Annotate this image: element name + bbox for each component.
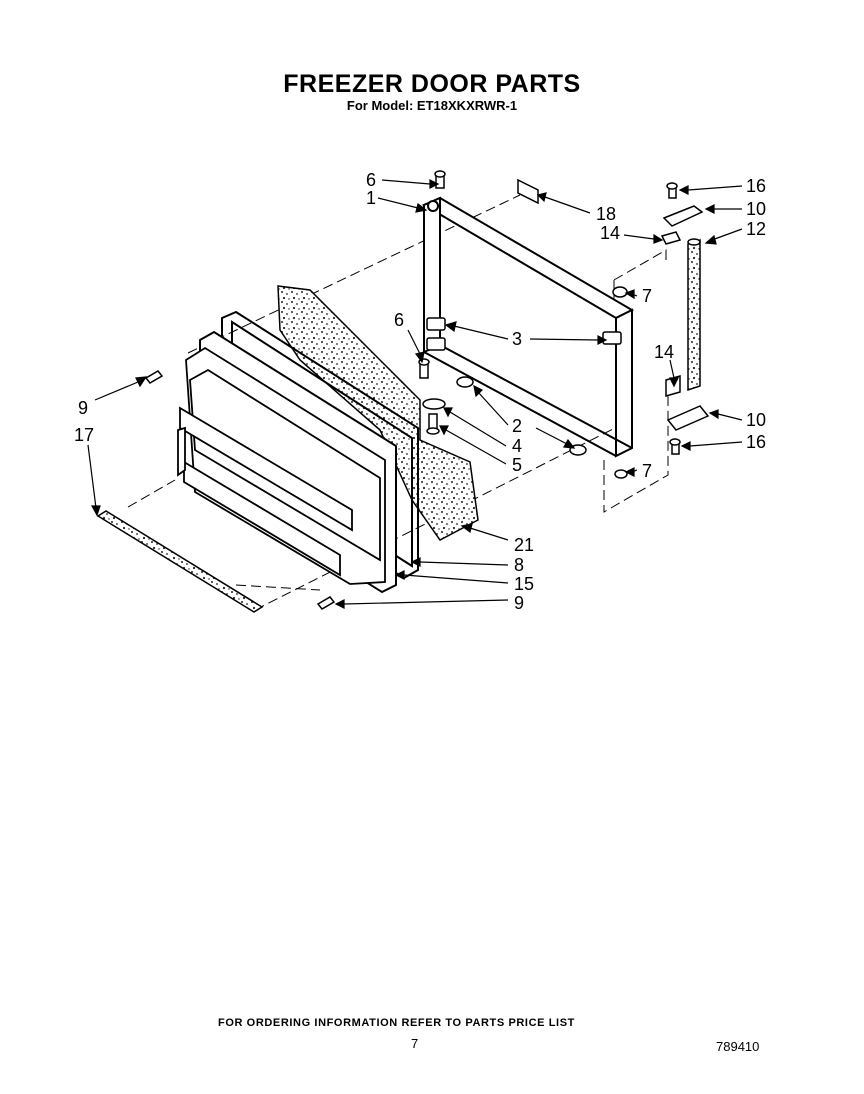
callout-17: 17 <box>74 425 94 445</box>
callout-16-bottom: 16 <box>746 432 766 452</box>
callout-9-left: 9 <box>78 398 88 418</box>
callout-15: 15 <box>514 574 534 594</box>
part-9-screws <box>144 370 336 610</box>
callout-16-top: 16 <box>746 176 766 196</box>
diagram-title: FREEZER DOOR PARTS <box>283 70 581 98</box>
ordering-note: FOR ORDERING INFORMATION REFER TO PARTS … <box>218 1017 575 1029</box>
part-3-hinge-bracket <box>426 317 622 351</box>
part-6-screws <box>418 170 446 379</box>
part-16-screws <box>666 182 681 455</box>
callout-10-bottom: 10 <box>746 410 766 430</box>
callout-14-bottom: 14 <box>654 342 674 362</box>
page-number: 7 <box>411 1036 419 1051</box>
callout-14-top: 14 <box>600 223 620 243</box>
part-14-shims <box>660 231 682 397</box>
callout-5: 5 <box>512 455 522 475</box>
leader-lines <box>87 179 743 609</box>
callout-2: 2 <box>512 416 522 436</box>
callout-8: 8 <box>514 555 524 575</box>
callout-7-bottom: 7 <box>642 461 652 481</box>
callout-7-top: 7 <box>642 286 652 306</box>
part-21-insulation <box>277 285 479 541</box>
part-10-hinges <box>662 205 710 431</box>
part-2-studs <box>456 376 587 456</box>
callout-21: 21 <box>514 535 534 555</box>
part-7-plugs <box>612 286 628 479</box>
callout-18: 18 <box>596 204 616 224</box>
part-17-gasket-strip <box>96 510 264 613</box>
callout-4: 4 <box>512 436 522 456</box>
callout-6-top: 6 <box>366 170 376 190</box>
callout-9-bottom: 9 <box>514 593 524 613</box>
door-liner-shelves <box>177 346 386 585</box>
callout-6-mid: 6 <box>394 310 404 330</box>
part-18-label-plate <box>517 178 539 205</box>
callout-10-top: 10 <box>746 199 766 219</box>
model-subtitle: For Model: ET18XKXRWR-1 <box>346 98 518 113</box>
part-12-door-stop <box>687 238 701 392</box>
callout-3: 3 <box>512 329 522 349</box>
callout-12: 12 <box>746 219 766 239</box>
document-number: 789410 <box>716 1039 760 1054</box>
part-4-5-hinge-pin <box>422 398 446 435</box>
callout-1: 1 <box>366 188 376 208</box>
